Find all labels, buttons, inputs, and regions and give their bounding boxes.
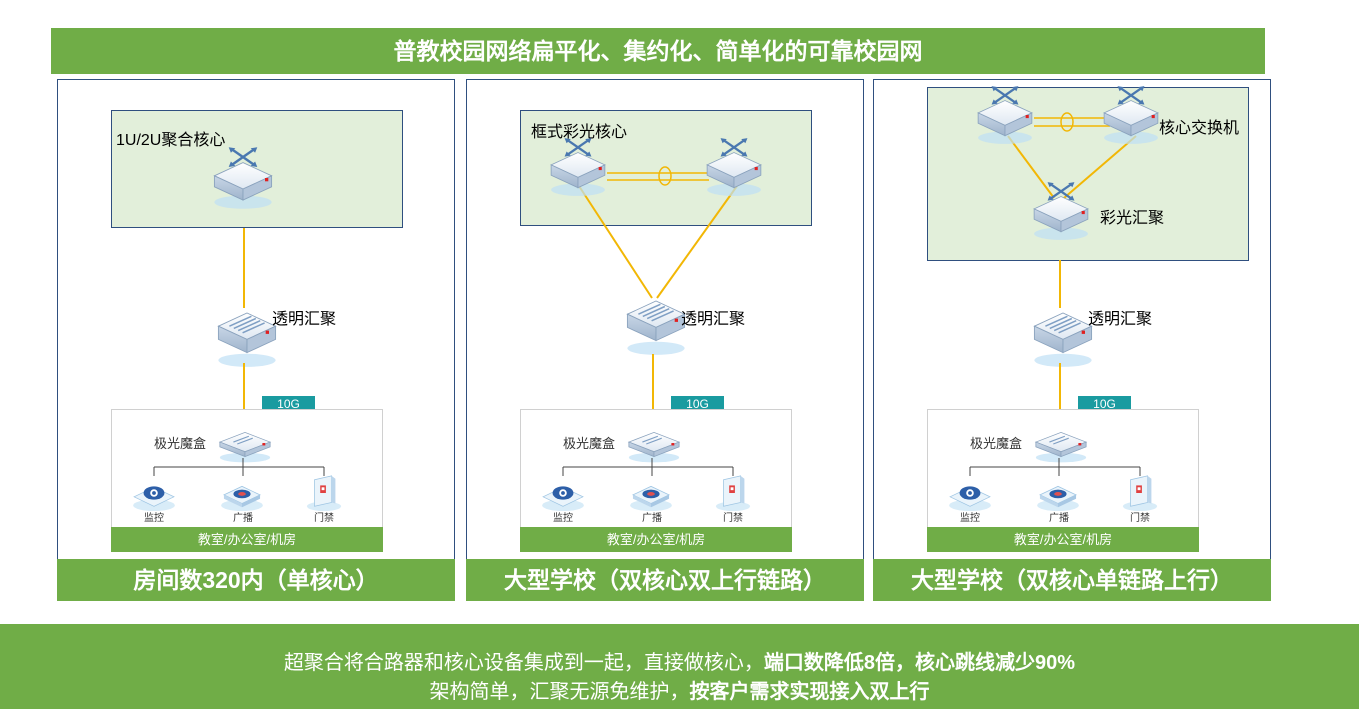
door-access-icon — [300, 474, 348, 512]
speaker-icon — [218, 474, 266, 512]
access-footer: 教室/办公室/机房 — [520, 527, 792, 552]
panel-single-core: 1U/2U聚合核心 透明汇聚 10G 极光魔盒 监控 广播 门禁 教室/办公室/… — [57, 79, 455, 601]
link-speed-tag: 10G — [1078, 396, 1131, 412]
colored-optical-aggregation-icon — [1030, 180, 1092, 242]
endpoint-label-door: 门禁 — [314, 513, 334, 524]
aggregation-label: 透明汇聚 — [1088, 311, 1153, 328]
endpoint-label-door: 门禁 — [723, 513, 743, 524]
panel-dual-core-single-uplink: 核心交换机 彩光汇聚 透明汇聚 10G 极光魔盒 监控 广播 门禁 教室/办公室… — [873, 79, 1271, 601]
core-switch-icon — [210, 145, 276, 211]
core-switch-left-icon — [547, 136, 609, 198]
core-switch-left-icon — [974, 84, 1036, 146]
panel-caption: 大型学校（双核心双上行链路） — [466, 559, 864, 601]
summary-line-1-text: 超聚合将合路器和核心设备集成到一起，直接做核心， — [283, 652, 764, 674]
uplink-line — [243, 228, 245, 308]
summary-line-2: 架构简单，汇聚无源免维护，按客户需求实现接入双上行 — [0, 675, 1359, 704]
core-switch-right-icon — [1100, 84, 1162, 146]
access-zone: 极光魔盒 监控 广播 门禁 教室/办公室/机房 — [111, 409, 383, 552]
camera-icon — [130, 474, 178, 512]
speaker-icon — [1034, 474, 1082, 512]
mid-aggregation-label: 彩光汇聚 — [1100, 210, 1165, 227]
downlink-line — [1059, 363, 1061, 413]
access-footer: 教室/办公室/机房 — [927, 527, 1199, 552]
access-tree-lines — [153, 458, 325, 476]
magic-box-label: 极光魔盒 — [970, 436, 1023, 451]
endpoint-label-monitor: 监控 — [144, 513, 164, 524]
link-lines — [578, 166, 738, 299]
camera-icon — [539, 474, 587, 512]
panel-caption: 房间数320内（单核心） — [57, 559, 455, 601]
panel-caption: 大型学校（双核心单链路上行） — [873, 559, 1271, 601]
door-access-icon — [1116, 474, 1164, 512]
link-speed-tag: 10G — [262, 396, 315, 412]
door-access-icon — [709, 474, 757, 512]
endpoint-label-broadcast: 广播 — [642, 513, 662, 524]
panel-dual-core-dual-uplink: 框式彩光核心 透明汇聚 10G 极光魔盒 监控 广播 门禁 教室/办公室/机房 … — [466, 79, 864, 601]
summary-line-1: 超聚合将合路器和核心设备集成到一起，直接做核心，端口数降低8倍，核心跳线减少90… — [0, 646, 1359, 675]
endpoint-label-broadcast: 广播 — [1049, 513, 1069, 524]
aggregation-label: 透明汇聚 — [681, 311, 746, 328]
core-switch-right-icon — [703, 136, 765, 198]
summary-line-2-highlight: 按客户需求实现接入双上行 — [689, 681, 930, 703]
aggregation-switch-icon — [1030, 302, 1096, 368]
aggregation-label: 透明汇聚 — [272, 311, 337, 328]
downlink-line — [243, 363, 245, 413]
uplink-line — [1059, 260, 1061, 308]
access-tree-lines — [562, 458, 734, 476]
summary-banner: 超聚合将合路器和核心设备集成到一起，直接做核心，端口数降低8倍，核心跳线减少90… — [0, 624, 1359, 709]
core-label: 框式彩光核心 — [531, 124, 628, 141]
access-tree-lines — [969, 458, 1141, 476]
aggregation-switch-icon — [214, 302, 280, 368]
magic-box-label: 极光魔盒 — [563, 436, 616, 451]
page-title: 普教校园网络扁平化、集约化、简单化的可靠校园网 — [51, 28, 1265, 74]
core-label: 核心交换机 — [1159, 120, 1240, 137]
endpoint-label-monitor: 监控 — [553, 513, 573, 524]
magic-box-label: 极光魔盒 — [154, 436, 207, 451]
access-zone: 极光魔盒 监控 广播 门禁 教室/办公室/机房 — [927, 409, 1199, 552]
speaker-icon — [627, 474, 675, 512]
endpoint-label-broadcast: 广播 — [233, 513, 253, 524]
access-footer: 教室/办公室/机房 — [111, 527, 383, 552]
aggregation-switch-icon — [623, 290, 689, 356]
core-label: 1U/2U聚合核心 — [116, 132, 226, 149]
summary-line-2-text: 架构简单，汇聚无源免维护， — [429, 681, 690, 703]
endpoint-label-door: 门禁 — [1130, 513, 1150, 524]
endpoint-label-monitor: 监控 — [960, 513, 980, 524]
access-zone: 极光魔盒 监控 广播 门禁 教室/办公室/机房 — [520, 409, 792, 552]
summary-line-1-highlight: 端口数降低8倍，核心跳线减少90% — [763, 652, 1076, 674]
downlink-line — [652, 354, 654, 413]
camera-icon — [946, 474, 994, 512]
link-speed-tag: 10G — [671, 396, 724, 412]
link-lines — [1007, 112, 1137, 199]
